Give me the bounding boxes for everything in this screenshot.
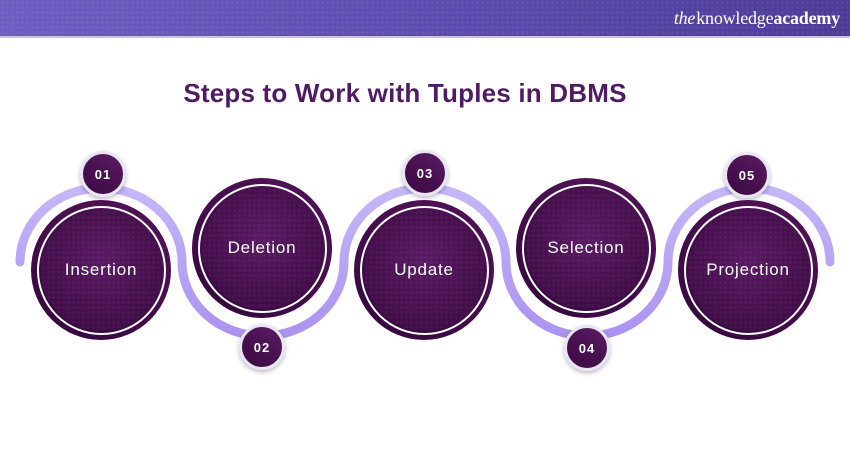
step-number-04: 04 [578,340,596,356]
logo-knowledge: knowledge [696,7,774,28]
step-circle-inner: Update [363,209,485,331]
step-number-01: 01 [94,166,112,182]
step-circle-insertion: Insertion [31,200,171,340]
step-label-selection: Selection [547,238,625,257]
step-badge-05: 05 [724,152,770,198]
step-circle-selection: Selection [516,178,656,318]
knowledge-academy-logo: theknowledgeacademy [674,8,840,29]
step-badge-03: 03 [402,150,448,196]
step-circle-deletion: Deletion [192,178,332,318]
page-title: Steps to Work with Tuples in DBMS [183,78,627,108]
step-badge-02: 02 [239,324,285,370]
step-badge-04: 04 [564,325,610,371]
step-circle-inner: Projection [687,209,809,331]
step-circle-inner: Insertion [40,209,162,331]
step-label-projection: Projection [706,260,790,279]
step-label-update: Update [394,260,454,279]
step-number-05: 05 [738,167,756,183]
step-circle-inner: Selection [525,187,647,309]
step-number-02: 02 [253,339,271,355]
logo-academy: academy [773,7,840,28]
step-number-03: 03 [416,165,434,181]
logo-the: the [673,7,696,28]
header-bar: theknowledgeacademy [0,0,850,38]
step-badge-01: 01 [80,151,126,197]
step-circle-inner: Deletion [201,187,323,309]
step-circle-projection: Projection [678,200,818,340]
step-label-insertion: Insertion [64,260,138,279]
step-label-deletion: Deletion [227,238,297,257]
step-circle-update: Update [354,200,494,340]
